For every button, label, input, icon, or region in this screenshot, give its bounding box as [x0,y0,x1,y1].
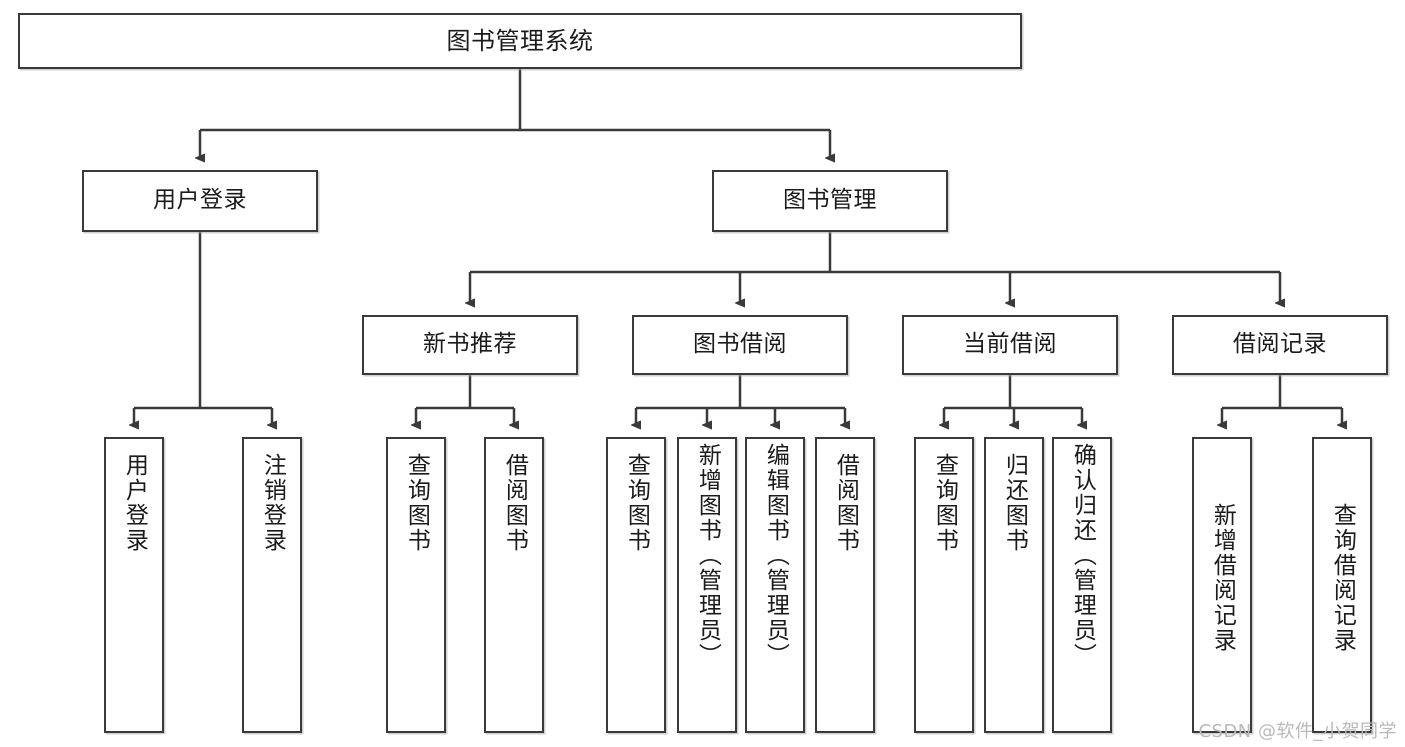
leaf-confirm-return-admin[interactable]: 确认归还（管理员） [1052,437,1112,733]
node-label: 查询借阅记录 [1329,503,1356,653]
leaf-query-borrow-record[interactable]: 查询借阅记录 [1312,437,1372,733]
leaf-user-logout[interactable]: 注销登录 [242,437,302,733]
node-borrow-record[interactable]: 借阅记录 [1172,315,1388,375]
leaf-return-book[interactable]: 归还图书 [984,437,1044,733]
leaf-query-book-recommend[interactable]: 查询图书 [386,437,446,733]
node-label: 新书推荐 [423,331,517,358]
node-book-borrow[interactable]: 图书借阅 [632,315,848,375]
node-label: 查询图书 [403,453,430,553]
node-label: 新增图书（管理员） [694,443,721,668]
node-label: 确认归还（管理员） [1069,443,1096,668]
leaf-borrow-book-recommend[interactable]: 借阅图书 [484,437,544,733]
node-label: 借阅图书 [501,453,528,553]
node-root-system[interactable]: 图书管理系统 [18,13,1022,69]
node-label: 查询图书 [623,453,650,553]
node-label: 新增借阅记录 [1209,503,1236,653]
node-label: 查询图书 [931,453,958,553]
node-label: 借阅记录 [1233,331,1327,358]
node-label: 用户登录 [153,187,247,214]
node-label: 注销登录 [259,453,286,553]
leaf-user-login[interactable]: 用户登录 [104,437,164,733]
csdn-watermark: CSDN @软件_小贺同学 [1198,721,1397,742]
leaf-add-book-admin[interactable]: 新增图书（管理员） [677,437,737,733]
leaf-add-borrow-record[interactable]: 新增借阅记录 [1192,437,1252,733]
node-label: 图书管理系统 [446,26,594,55]
leaf-query-book-borrow[interactable]: 查询图书 [606,437,666,733]
node-label: 归还图书 [1001,453,1028,553]
node-label: 用户登录 [121,453,148,553]
node-new-book-recommend[interactable]: 新书推荐 [362,315,578,375]
node-label: 编辑图书（管理员） [762,443,789,668]
node-label: 图书管理 [783,187,877,214]
node-label: 当前借阅 [963,331,1057,358]
node-current-borrow[interactable]: 当前借阅 [902,315,1118,375]
node-book-management[interactable]: 图书管理 [712,170,948,232]
node-label: 图书借阅 [693,331,787,358]
leaf-query-book-current[interactable]: 查询图书 [914,437,974,733]
node-label: 借阅图书 [832,453,859,553]
node-user-login[interactable]: 用户登录 [82,170,318,232]
leaf-edit-book-admin[interactable]: 编辑图书（管理员） [745,437,805,733]
leaf-lend-book[interactable]: 借阅图书 [815,437,875,733]
